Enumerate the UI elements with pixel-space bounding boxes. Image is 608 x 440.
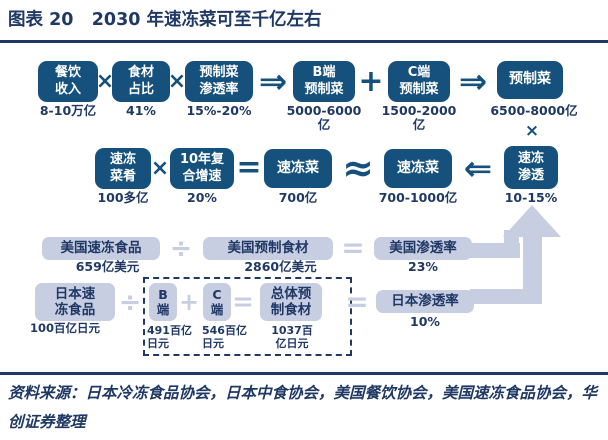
node-prepared-food: 预制菜 xyxy=(497,61,563,99)
node-value: 1037百 亿日元 xyxy=(271,324,313,350)
leftwards-double-arrow: ⇐ xyxy=(463,149,493,189)
node-label: 日本渗透率 xyxy=(391,293,459,310)
node-value: 10-15% xyxy=(504,190,558,205)
node-frozen-veg-700: 速冻菜 xyxy=(264,149,332,188)
node-label: 美国渗透率 xyxy=(389,240,457,257)
node-label: 美国预制食材 xyxy=(227,240,309,257)
node-value: 546百亿 日元 xyxy=(202,324,247,350)
node-restaurant-revenue: 餐饮 收入 xyxy=(38,61,98,102)
node-value: 491百亿 日元 xyxy=(147,324,192,350)
node-label: 食材 占比 xyxy=(127,65,154,97)
node-us-frozen-food: 美国速冻食品 xyxy=(42,237,160,260)
node-label: C 端 xyxy=(210,287,224,317)
equals-operator: = xyxy=(341,231,365,264)
node-label: C端 预制菜 xyxy=(399,65,439,97)
dashed-group-box xyxy=(143,277,352,356)
node-label: 总体预 制食材 xyxy=(270,285,312,318)
node-label: 速冻 菜肴 xyxy=(109,152,136,184)
node-c-side-prepared: C端 预制菜 xyxy=(388,61,450,102)
divide-operator: ÷ xyxy=(118,286,142,318)
node-value: 1500-2000亿 xyxy=(381,103,457,133)
title-divider xyxy=(0,40,608,43)
node-label: 速冻菜 xyxy=(397,159,439,176)
node-value: 659亿美元 xyxy=(75,259,140,274)
node-prepared-penetration: 预制菜 渗透率 xyxy=(185,61,253,102)
node-ingredient-ratio: 食材 占比 xyxy=(112,61,170,102)
node-value: 20% xyxy=(187,190,217,205)
node-value: 700-1000亿 xyxy=(378,190,458,205)
node-label: B端 预制菜 xyxy=(304,65,344,97)
plus-operator: + xyxy=(358,64,384,99)
figure-title: 图表 20 2030 年速冻菜可至千亿左右 xyxy=(8,10,322,30)
node-japan-penetration-rate: 日本渗透率 xyxy=(376,290,474,313)
multiply-operator: × xyxy=(167,69,187,94)
source-note: 资料来源：日本冷冻食品协会，日本中食协会，美国餐饮协会，美国速冻食品协会，华创证… xyxy=(8,383,598,431)
node-value: 100百亿日元 xyxy=(29,321,100,335)
node-value: 2860亿美元 xyxy=(244,259,317,274)
node-value: 700亿 xyxy=(278,190,318,205)
node-value: 100多亿 xyxy=(97,190,149,205)
equals-operator: = xyxy=(236,150,262,185)
node-label: 速冻 渗透 xyxy=(517,151,544,183)
node-us-penetration-rate: 美国渗透率 xyxy=(374,237,472,260)
rightwards-double-arrow: ⇒ xyxy=(258,62,288,102)
node-value: 10% xyxy=(410,314,440,329)
node-b-side-prepared: B端 预制菜 xyxy=(293,61,355,102)
multiply-operator: × xyxy=(150,156,170,181)
node-value: 23% xyxy=(408,259,438,274)
node-japan-total-prepared: 总体预 制食材 xyxy=(260,283,322,321)
plus-operator: + xyxy=(178,288,200,316)
node-10yr-cagr: 10年复 合增速 xyxy=(170,148,234,189)
node-label: B 端 xyxy=(156,287,170,317)
node-label: 预制菜 渗透率 xyxy=(199,65,239,97)
node-label: 10年复 合增速 xyxy=(179,152,225,184)
node-value: 8-10万亿 xyxy=(39,103,97,118)
node-value: 41% xyxy=(126,103,156,118)
node-value: 6500-8000亿 xyxy=(490,103,578,118)
node-frozen-penetration: 速冻 渗透 xyxy=(504,146,558,189)
node-label: 速冻菜 xyxy=(277,159,319,176)
equals-operator: = xyxy=(345,285,369,318)
node-value: 5000-6000亿 xyxy=(286,103,362,133)
divide-operator: ÷ xyxy=(169,232,193,264)
multiply-operator-vertical: × xyxy=(524,120,540,141)
node-frozen-dishes: 速冻 菜肴 xyxy=(95,148,151,189)
node-frozen-veg-range: 速冻菜 xyxy=(384,149,452,188)
footer-divider xyxy=(0,372,608,375)
multiply-operator: × xyxy=(95,69,115,94)
equals-operator: = xyxy=(232,287,254,317)
node-label: 餐饮 收入 xyxy=(54,65,81,97)
node-japan-c-side: C 端 xyxy=(203,283,231,321)
node-label: 预制菜 xyxy=(509,71,551,88)
node-japan-b-side: B 端 xyxy=(149,283,177,321)
node-japan-frozen-food: 日本速 冻食品 xyxy=(35,283,115,321)
node-label: 日本速 冻食品 xyxy=(54,285,96,318)
node-value: 15%-20% xyxy=(186,103,252,118)
node-us-prepared-ingredients: 美国预制食材 xyxy=(203,237,333,260)
node-label: 美国速冻食品 xyxy=(60,240,142,257)
approx-operator: ≈ xyxy=(342,146,374,190)
rightwards-double-arrow: ⇒ xyxy=(458,62,488,102)
